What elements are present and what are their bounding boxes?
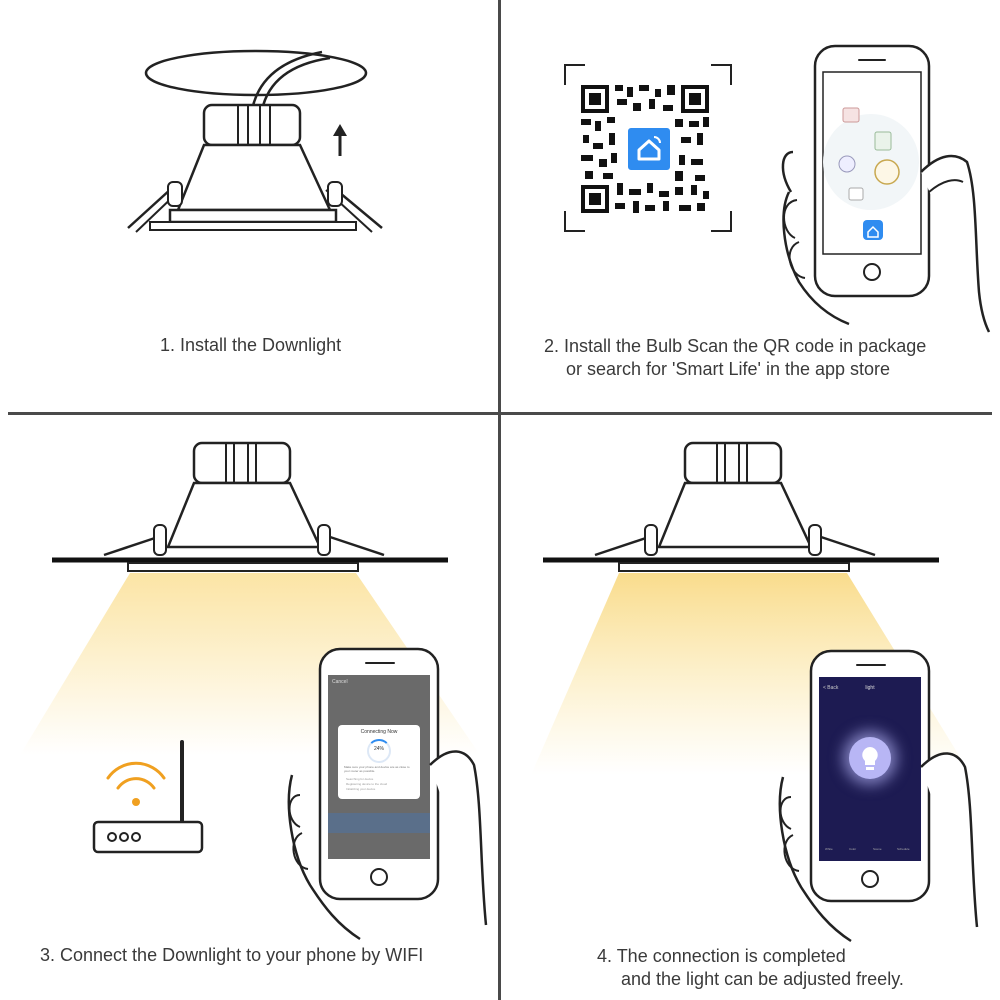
panel-step-2: 2. Install the Bulb Scan the QR code in … [501,0,1000,412]
tab-color[interactable]: Color [849,847,857,851]
panel-step-3: Cancel Connecting Now 24% Make sure your… [0,415,498,1000]
phone-in-hand-illustration [781,44,991,333]
step-4-caption-line-2: and the light can be adjusted freely. [621,969,904,989]
tab-schedule[interactable]: Schedule [897,847,910,851]
wifi-icon [106,761,166,806]
connecting-dialog: Connecting Now 24% Make sure your phone … [338,725,420,799]
smart-life-app-icon [625,125,673,173]
step-1-caption: 1. Install the Downlight [160,335,342,355]
step-2-caption-line-1: 2. Install the Bulb Scan the QR code in … [544,336,927,356]
step-3-caption: 3. Connect the Downlight to your phone b… [40,945,424,965]
back-button[interactable]: < Back [823,685,839,691]
home-button-icon [863,263,881,281]
qr-code [564,64,732,232]
phone-screen-light-control: < Back light White Color Scene Schedule [819,677,921,861]
horizontal-divider [8,412,992,415]
upload-arrow-icon [333,124,347,156]
vertical-divider [498,0,501,1000]
step-4-caption-line-1: 4. The connection is completed [597,946,846,966]
checklist-item: Initializing your device [346,787,376,791]
panel-step-1: 1. Install the Downlight [0,0,498,412]
step-2-caption-line-2: or search for 'Smart Life' in the app st… [566,359,891,379]
tab-scene[interactable]: Scene [873,847,882,851]
progress-ring [367,739,391,763]
phone-screen-connecting: Cancel Connecting Now 24% Make sure your… [328,675,430,859]
downlight-install-illustration [127,49,383,233]
dialog-title: Connecting Now [360,729,398,735]
connect-message: Make sure your phone and device are as c… [344,765,410,773]
wifi-router-illustration [92,740,204,854]
progress-percent: 24% [373,746,384,752]
screen-title: light [865,685,875,691]
panel-step-4: < Back light White Color Scene Schedule … [501,415,1000,1000]
tab-white[interactable]: White [825,847,833,851]
checklist-item: Searching for device [346,777,374,781]
cancel-link[interactable]: Cancel [332,679,348,685]
checklist-item: Registering device to the cloud [346,782,388,786]
lightbulb-icon[interactable] [849,737,891,779]
